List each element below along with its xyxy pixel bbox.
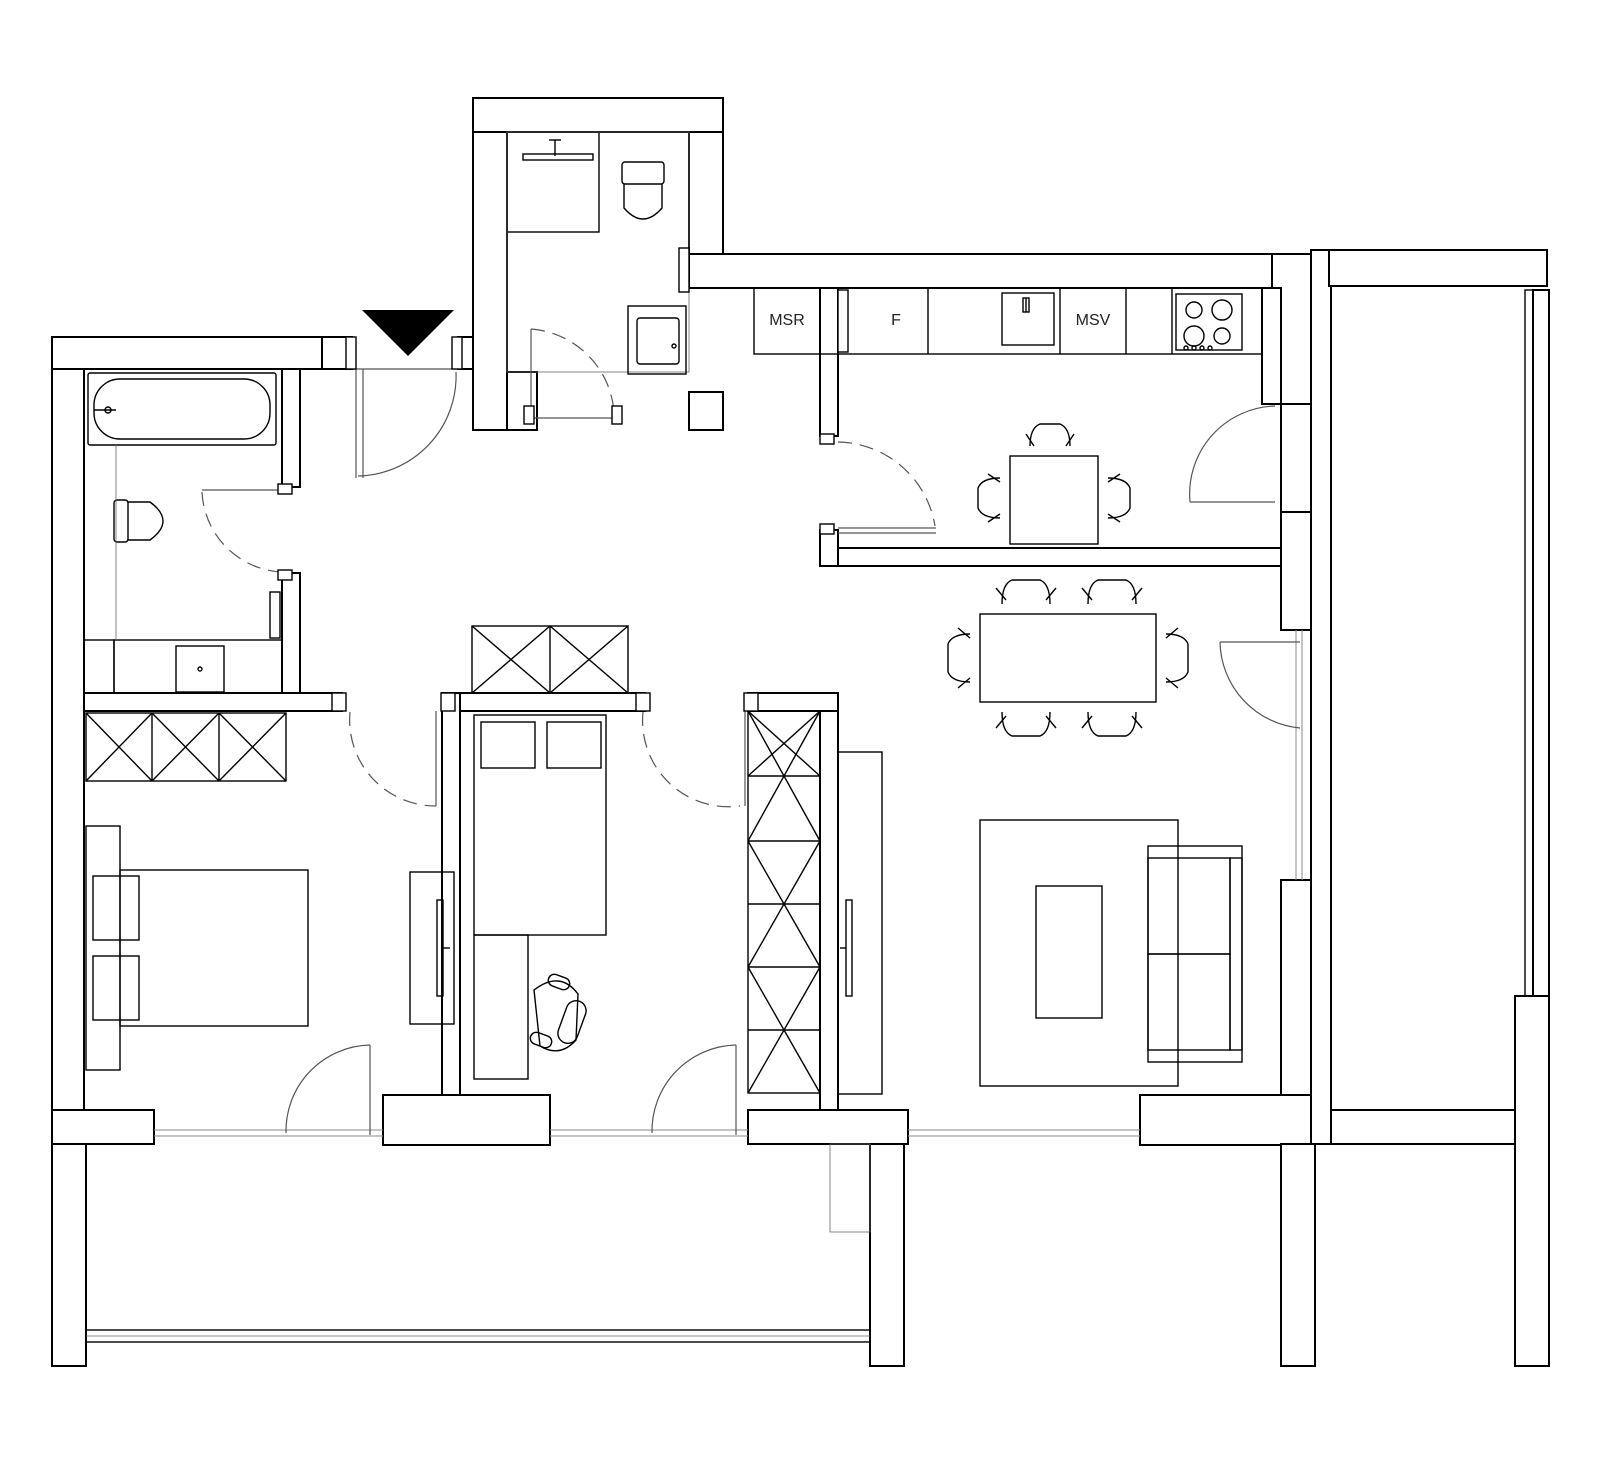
interior-walls — [83, 287, 1282, 1111]
msr-label: MSR — [769, 312, 805, 329]
bottom-balcony — [51, 1143, 905, 1367]
bathroom-left — [83, 372, 283, 694]
tall-wardrobe-crosses — [747, 710, 821, 1094]
right-balcony — [1280, 249, 1550, 1367]
study — [473, 710, 821, 1135]
entrance[interactable] — [352, 310, 458, 478]
bedroom-left — [85, 711, 455, 1135]
msv-label: MSV — [1076, 312, 1111, 329]
kitchen: MSR F MSV — [753, 287, 1276, 545]
entrance-triangle-icon — [362, 310, 454, 356]
door-jambs — [277, 336, 835, 712]
living-room — [837, 579, 1301, 1095]
dining-chairs — [947, 579, 1189, 737]
kitchen-chairs — [977, 423, 1131, 523]
hall-wardrobe — [471, 625, 629, 694]
outer-walls — [51, 97, 1332, 1146]
fridge-label: F — [891, 312, 901, 329]
bathroom-top — [506, 131, 690, 419]
office-chair — [529, 973, 587, 1052]
bottom-windows — [154, 630, 1303, 1137]
